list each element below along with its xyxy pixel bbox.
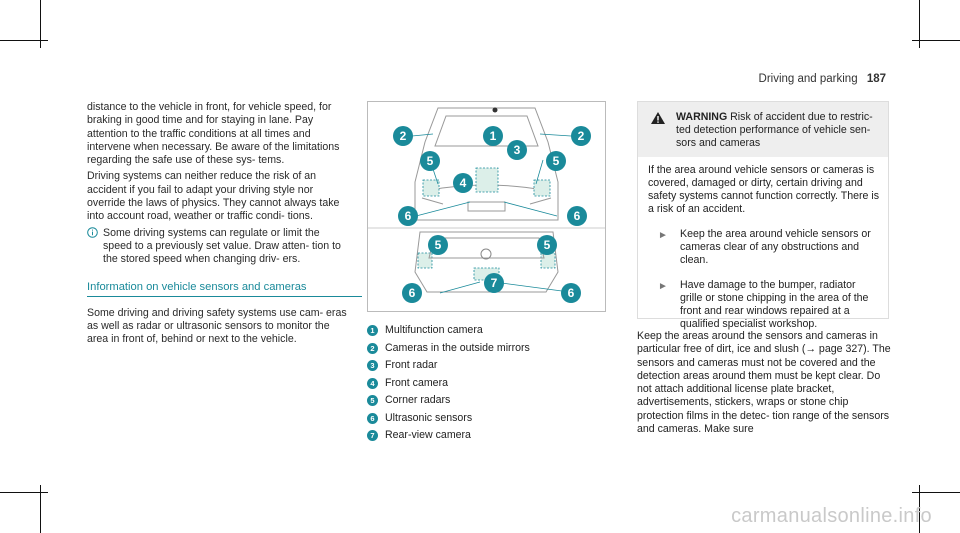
svg-text:5: 5 xyxy=(544,238,551,252)
watermark: carmanualsonline.info xyxy=(731,505,932,527)
page-header: Driving and parking 187 xyxy=(759,73,886,85)
svg-text:6: 6 xyxy=(568,286,575,300)
paragraph: Some driving and driving safety systems … xyxy=(87,306,347,346)
legend-label: Corner radars xyxy=(385,394,451,406)
step-text: Keep the area around vehicle sensors or … xyxy=(680,228,871,266)
svg-text:6: 6 xyxy=(409,286,416,300)
svg-text:5: 5 xyxy=(553,154,560,168)
crop-mark xyxy=(40,0,41,48)
legend-number: 3 xyxy=(367,360,378,372)
callout-5: 5 xyxy=(428,235,448,255)
legend-item: 7 Rear-view camera xyxy=(367,427,530,445)
callout-7: 7 xyxy=(484,273,504,293)
note: Some driving systems can regulate or lim… xyxy=(87,227,349,267)
paragraph: Driving systems can neither reduce the r… xyxy=(87,170,340,223)
callout-6: 6 xyxy=(561,283,581,303)
legend-label: Cameras in the outside mirrors xyxy=(385,341,530,354)
svg-text:2: 2 xyxy=(400,129,407,143)
warning-box: WARNING Risk of accident due to restric-… xyxy=(637,101,889,330)
legend-number: 4 xyxy=(367,377,378,389)
warning-step: ► Keep the area around vehicle sensors o… xyxy=(648,228,880,267)
crop-mark xyxy=(912,492,960,493)
legend-number: 6 xyxy=(367,412,378,424)
callout-2: 2 xyxy=(571,126,591,146)
warning-title: WARNING xyxy=(676,111,728,123)
legend-label: Ultrasonic sensors xyxy=(385,411,473,424)
arrow-right-icon: ► xyxy=(658,230,668,241)
section-heading: Information on vehicle sensors and camer… xyxy=(87,281,362,297)
callout-6: 6 xyxy=(398,206,418,226)
crop-mark xyxy=(919,485,920,533)
warning-body: If the area around vehicle sensors or ca… xyxy=(638,157,888,331)
paragraph: distance to the vehicle in front, for ve… xyxy=(87,101,340,167)
crop-mark xyxy=(0,492,48,493)
legend-number: 1 xyxy=(367,325,378,337)
left-column: distance to the vehicle in front, for ve… xyxy=(87,101,362,350)
callout-3: 3 xyxy=(507,140,527,160)
warning-header: WARNING Risk of accident due to restric-… xyxy=(638,102,888,157)
arrow-right-icon: ► xyxy=(658,281,668,292)
svg-text:1: 1 xyxy=(490,129,497,143)
svg-text:4: 4 xyxy=(460,176,467,190)
car-sensor-illustration: 2 1 2 3 5 5 4 6 6 5 5 7 6 6 xyxy=(368,107,605,303)
legend-item: 3 Front radar xyxy=(367,357,530,375)
warning-triangle-icon xyxy=(651,112,665,128)
crop-mark xyxy=(40,485,41,533)
crop-mark xyxy=(919,0,920,48)
legend-number: 5 xyxy=(367,395,378,407)
crop-mark xyxy=(912,40,960,41)
callout-5: 5 xyxy=(420,151,440,171)
callout-4: 4 xyxy=(453,173,473,193)
sensor-figure: 2 1 2 3 5 5 4 6 6 5 5 7 6 6 xyxy=(367,101,606,312)
legend-number: 7 xyxy=(367,430,378,442)
svg-text:3: 3 xyxy=(514,143,521,157)
svg-text:7: 7 xyxy=(491,276,498,290)
warning-step: ► Have damage to the bumper, radiator gr… xyxy=(648,279,880,331)
legend-number: 2 xyxy=(367,342,378,354)
page-number: 187 xyxy=(866,73,886,85)
callout-2: 2 xyxy=(393,126,413,146)
header-section: Driving and parking xyxy=(758,73,858,85)
legend-label: Rear-view camera xyxy=(385,429,471,441)
callout-1: 1 xyxy=(483,126,503,146)
svg-text:5: 5 xyxy=(435,238,442,252)
legend-item: 6 Ultrasonic sensors xyxy=(367,410,530,428)
callout-5: 5 xyxy=(537,235,557,255)
callout-6: 6 xyxy=(567,206,587,226)
paragraph: Keep the areas around the sensors and ca… xyxy=(637,330,891,436)
svg-text:5: 5 xyxy=(427,154,434,168)
info-icon xyxy=(87,226,98,242)
warning-text: If the area around vehicle sensors or ca… xyxy=(648,164,879,215)
warning-title-text: Risk of accident due to restric- ted det… xyxy=(676,111,873,149)
legend-item: 2 Cameras in the outside mirrors xyxy=(367,340,530,358)
legend-label: Front camera xyxy=(385,376,448,389)
svg-text:6: 6 xyxy=(405,209,412,223)
svg-text:6: 6 xyxy=(574,209,581,223)
legend-item: 4 Front camera xyxy=(367,375,530,393)
figure-legend: 1 Multifunction camera 2 Cameras in the out… xyxy=(367,322,530,445)
legend-label: Multifunction camera xyxy=(385,324,483,336)
callout-6: 6 xyxy=(402,283,422,303)
step-text: Have damage to the bumper, radiator gril… xyxy=(680,279,869,330)
note-text: Some driving systems can regulate or lim… xyxy=(103,226,341,266)
legend-label: Front radar xyxy=(385,359,438,371)
legend-item: 5 Corner radars xyxy=(367,392,530,410)
crop-mark xyxy=(0,40,48,41)
legend-item: 1 Multifunction camera xyxy=(367,322,530,340)
callout-5: 5 xyxy=(546,151,566,171)
svg-text:2: 2 xyxy=(578,129,585,143)
